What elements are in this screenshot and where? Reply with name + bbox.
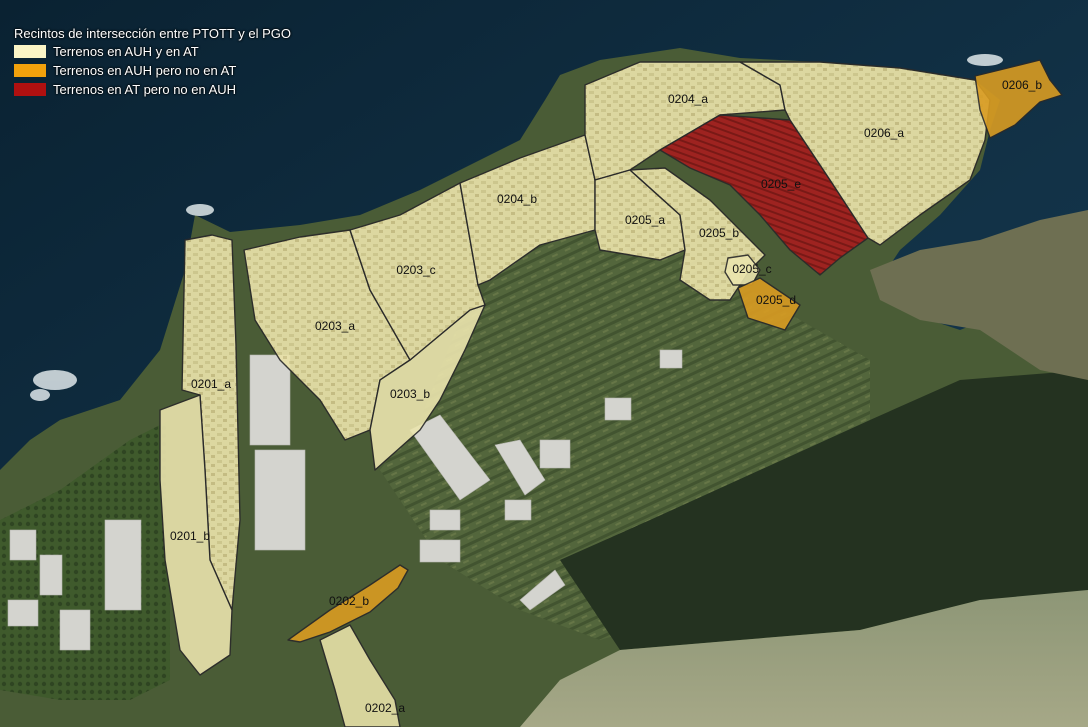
- legend-title: Recintos de intersección entre PTOTT y e…: [14, 26, 291, 41]
- zone-label-0206_a: 0206_a: [864, 126, 904, 140]
- zone-label-0204_a: 0204_a: [668, 92, 708, 106]
- zone-label-0205_d: 0205_d: [756, 293, 796, 307]
- zone-0201_b[interactable]: [159, 394, 233, 676]
- zone-label-0202_b: 0202_b: [329, 594, 369, 608]
- zone-label-0201_a: 0201_a: [191, 377, 231, 391]
- zone-0205_e[interactable]: [659, 114, 869, 276]
- banana-fields-west: [0, 420, 170, 700]
- legend-label: Terrenos en AUH pero no en AT: [53, 63, 237, 78]
- zone-0206_a[interactable]: [739, 61, 991, 246]
- zone-0202_b[interactable]: [287, 564, 409, 643]
- zone-0205_d[interactable]: [737, 277, 801, 331]
- legend-label: Terrenos en AUH y en AT: [53, 44, 199, 59]
- zone-label-0203_b: 0203_b: [390, 387, 430, 401]
- zone-label-0203_a: 0203_a: [315, 319, 355, 333]
- east-headland: [870, 210, 1088, 380]
- zone-label-0205_c: 0205_c: [732, 262, 771, 276]
- zone-label-0205_b: 0205_b: [699, 226, 739, 240]
- zone-0206_b[interactable]: [974, 59, 1063, 139]
- zone-label-0204_b: 0204_b: [497, 192, 537, 206]
- legend-item-auh-not-at: Terrenos en AUH pero no en AT: [14, 61, 384, 80]
- shadowed-slope: [560, 370, 1088, 650]
- zone-labels: 0201_a 0201_b 0202_a 0202_b 0203_a 0203_…: [170, 78, 1042, 715]
- greenhouse-cluster: [7, 349, 683, 651]
- zone-0202_a[interactable]: [319, 624, 401, 727]
- zone-label-0203_c: 0203_c: [396, 263, 435, 277]
- mountain-ridge: [520, 590, 1088, 727]
- zone-label-0205_e: 0205_e: [761, 177, 801, 191]
- map-legend: Recintos de intersección entre PTOTT y e…: [14, 26, 384, 99]
- zone-label-0201_b: 0201_b: [170, 529, 210, 543]
- surf: [30, 54, 1003, 401]
- legend-label: Terrenos en AT pero no en AUH: [53, 82, 237, 97]
- zones-layer: [159, 59, 1063, 727]
- legend-swatch: [14, 83, 46, 96]
- zone-label-0206_b: 0206_b: [1002, 78, 1042, 92]
- zone-label-0205_a: 0205_a: [625, 213, 665, 227]
- legend-item-at-not-auh: Terrenos en AT pero no en AUH: [14, 80, 384, 99]
- zone-0203_c[interactable]: [349, 182, 486, 361]
- legend-swatch: [14, 45, 46, 58]
- zone-label-0202_a: 0202_a: [365, 701, 405, 715]
- legend-swatch: [14, 64, 46, 77]
- legend-item-auh-and-at: Terrenos en AUH y en AT: [14, 42, 384, 61]
